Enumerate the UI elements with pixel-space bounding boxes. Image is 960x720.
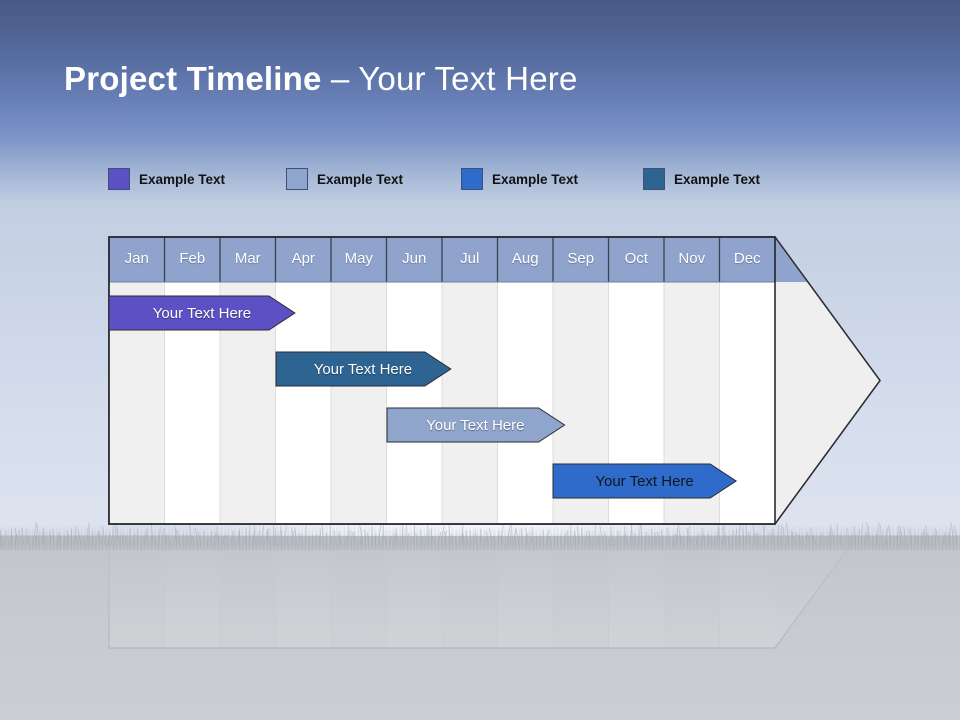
legend-swatch-2 [286, 168, 308, 190]
legend: Example Text Example Text Example Text Exam… [108, 168, 828, 194]
month-header-apr[interactable]: Apr [291, 250, 315, 267]
month-header-aug[interactable]: Aug [511, 250, 539, 267]
legend-item-4[interactable]: Example Text [643, 168, 760, 190]
legend-item-3[interactable]: Example Text [461, 168, 578, 190]
month-header-feb[interactable]: Feb [179, 250, 206, 267]
legend-swatch-3 [461, 168, 483, 190]
timeline-bar-shape-1 [108, 295, 296, 331]
page-title-bold: Project Timeline [64, 60, 322, 97]
timeline-bar-shape-4 [552, 463, 738, 499]
chart-reflection [108, 529, 883, 649]
page-title: Project Timeline – Your Text Here [64, 60, 578, 98]
month-header-sep[interactable]: Sep [567, 250, 595, 267]
month-header-jul[interactable]: Jul [460, 250, 480, 267]
timeline-bar-4[interactable]: Your Text Here [552, 463, 738, 499]
grass-tufts-icon [0, 522, 958, 546]
timeline-chart: Jan Feb Mar Apr May Jun Jul Aug Sep Oct Nov Dec You… [108, 236, 883, 526]
legend-swatch-1 [108, 168, 130, 190]
timeline-bar-shape-2 [275, 351, 452, 387]
month-header-mar[interactable]: Mar [234, 250, 261, 267]
month-header-nov[interactable]: Nov [678, 250, 706, 267]
timeline-bar-1[interactable]: Your Text Here [108, 295, 296, 331]
month-header-jan[interactable]: Jan [124, 250, 149, 267]
timeline-bar-shape-3 [386, 407, 566, 443]
legend-item-2[interactable]: Example Text [286, 168, 403, 190]
legend-label-2: Example Text [317, 171, 404, 187]
timeline-arrow-grid [108, 236, 881, 525]
chart-reflection-graphic [108, 529, 881, 649]
page-title-separator: – [321, 60, 359, 97]
month-header-jun[interactable]: Jun [402, 250, 427, 267]
legend-swatch-4 [643, 168, 665, 190]
timeline-bar-3[interactable]: Your Text Here [386, 407, 566, 443]
legend-label-1: Example Text [139, 171, 226, 187]
legend-label-3: Example Text [492, 171, 579, 187]
page-title-light: Your Text Here [358, 60, 578, 97]
month-header-may[interactable]: May [344, 250, 373, 267]
legend-label-4: Example Text [674, 171, 761, 187]
timeline-bar-2[interactable]: Your Text Here [275, 351, 452, 387]
month-header-dec[interactable]: Dec [733, 250, 761, 267]
grass-edge [0, 524, 960, 550]
ground-background [0, 536, 960, 720]
month-header-oct[interactable]: Oct [624, 250, 648, 267]
legend-item-1[interactable]: Example Text [108, 168, 225, 190]
